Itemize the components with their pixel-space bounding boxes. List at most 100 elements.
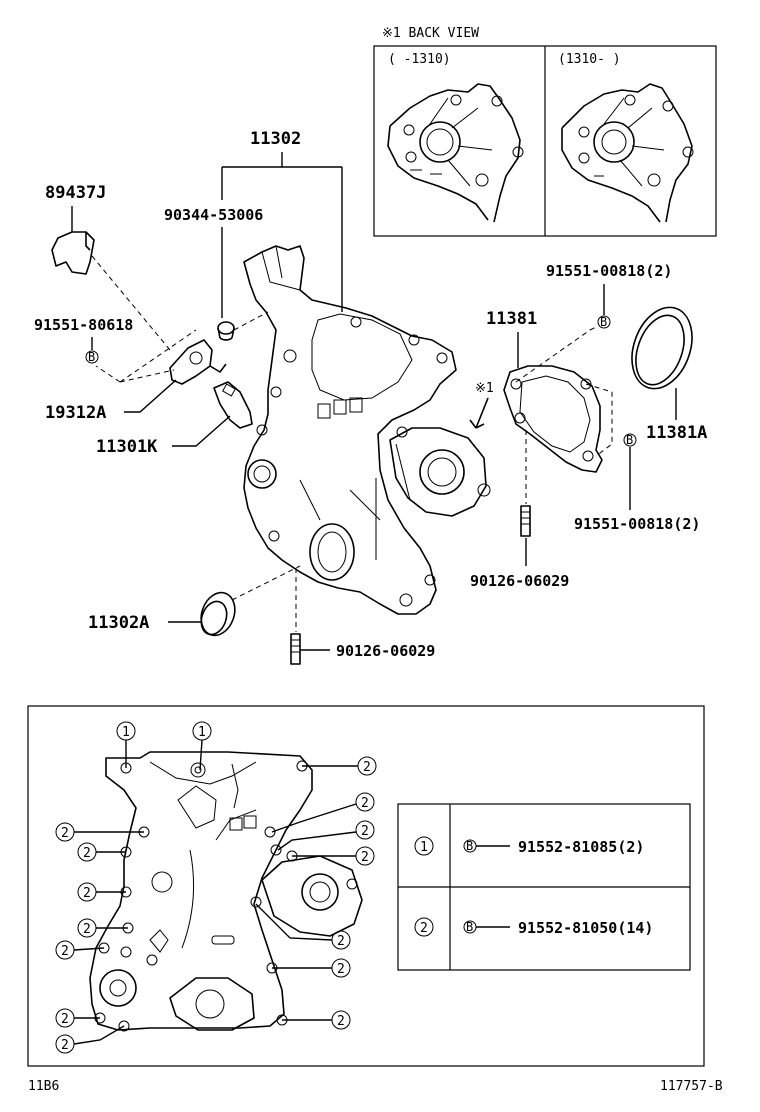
part-number-91551-00818-top: 91551-00818(2) xyxy=(546,262,672,280)
svg-text:2: 2 xyxy=(337,962,345,977)
part-number-11302: 11302 xyxy=(250,129,301,149)
svg-text:1: 1 xyxy=(198,725,206,740)
bolt-panel-cover-outline xyxy=(89,751,363,1031)
svg-text:2: 2 xyxy=(83,846,91,861)
bolt-hole xyxy=(118,1020,130,1032)
footer-right-code: 117757-B xyxy=(660,1079,723,1094)
bolt-callout-2: 2 xyxy=(357,756,377,776)
bolt-callout-2: 2 xyxy=(55,822,75,842)
back-view-reference: ※1 xyxy=(469,381,494,429)
svg-text:2: 2 xyxy=(361,850,369,865)
bolt-callout-2: 2 xyxy=(55,940,75,960)
cam-sensor-part xyxy=(213,381,253,429)
stud-bolt-right xyxy=(520,505,531,537)
svg-text:2: 2 xyxy=(61,1038,69,1053)
svg-text:2: 2 xyxy=(61,826,69,841)
bolt-marker-b-bottom-label: B xyxy=(626,433,633,447)
bolt-holes xyxy=(94,760,358,1032)
part-number-91551-80618: 91551-80618 xyxy=(34,316,133,334)
legend-row-2-num: 2 xyxy=(420,921,428,936)
footer-left-code: 11B6 xyxy=(28,1079,59,1094)
svg-text:2: 2 xyxy=(61,1012,69,1027)
part-number-91551-00818-bottom: 91551-00818(2) xyxy=(574,515,700,533)
bolt-hole xyxy=(264,826,276,838)
part-number-11381: 11381 xyxy=(486,309,537,329)
sensor-cap-part xyxy=(51,231,95,275)
bolt-callout-2: 2 xyxy=(355,792,375,812)
bolt-hole xyxy=(146,954,158,966)
legend-row-1-part: 91552-81085(2) xyxy=(518,838,644,856)
back-view-cover-early xyxy=(387,83,524,223)
bolt-callout-2: 2 xyxy=(355,820,375,840)
callout-11301K: 11301K xyxy=(96,381,253,457)
bolt-callout-2: 2 xyxy=(77,882,97,902)
bolt-callout-2: 2 xyxy=(331,1010,351,1030)
callout-90126-06029-bottom: 90126-06029 xyxy=(290,568,435,665)
svg-text:2: 2 xyxy=(361,824,369,839)
part-number-11301K: 11301K xyxy=(96,437,158,457)
callout-11302: 11302 xyxy=(221,129,343,312)
bolt-callout-2: 2 xyxy=(355,846,375,866)
bolt-marker-b-bottom xyxy=(623,433,637,447)
bolt-callout-2: 2 xyxy=(77,918,97,938)
bolt-callout-2: 2 xyxy=(77,842,97,862)
callout-91551-00818-top: 91551-00818(2) B xyxy=(546,262,672,329)
svg-text:2: 2 xyxy=(83,922,91,937)
stud-bolt-bottom xyxy=(290,633,301,665)
front-oil-seal-part xyxy=(200,591,236,637)
oil-seal-part xyxy=(631,306,693,390)
legend-row-2-marker: B xyxy=(466,920,473,934)
bolt-callout-1: 1 xyxy=(116,721,136,741)
timing-cover-part xyxy=(243,245,491,615)
part-number-19312A: 19312A xyxy=(45,403,106,423)
part-number-90344-53006: 90344-53006 xyxy=(164,206,263,224)
back-view-ref-mark: ※1 xyxy=(475,381,494,396)
bolt-legend-table: 1 B 91552-81085(2) 2 B 91552-81050(14) xyxy=(397,803,691,971)
bolt-panel-frame xyxy=(27,705,705,1067)
bolt-hole xyxy=(270,844,282,856)
part-number-11381A: 11381A xyxy=(646,423,707,443)
bolt-marker-b-left xyxy=(85,350,99,364)
bolt-location-panel: 1 1 2 2 2 2 2 2 2 2 2 2 2 2 2 2 1 xyxy=(27,705,705,1067)
bolt-callout-1: 1 xyxy=(192,721,212,741)
bolt-marker-b-top xyxy=(597,315,611,329)
bolt-callout-2: 2 xyxy=(331,958,351,978)
legend-row-2-part: 91552-81050(14) xyxy=(518,919,653,937)
svg-text:1: 1 xyxy=(122,725,130,740)
part-number-90126-06029-right: 90126-06029 xyxy=(470,572,569,590)
callout-11302A: 11302A xyxy=(88,565,301,637)
callout-90126-06029-right: 90126-06029 xyxy=(470,430,569,590)
bolt-callouts: 1 1 2 2 2 2 2 2 2 2 2 2 2 2 2 2 xyxy=(55,721,377,1054)
bolt-callout-2: 2 xyxy=(331,930,351,950)
svg-text:2: 2 xyxy=(361,796,369,811)
callout-91551-00818-bottom: B 91551-00818(2) xyxy=(574,433,700,533)
oil-seal-retainer-part xyxy=(503,365,603,473)
callout-11381A: 11381A xyxy=(631,306,707,443)
bolt-hole xyxy=(120,946,132,958)
svg-text:2: 2 xyxy=(337,1014,345,1029)
bolt-callout-2: 2 xyxy=(55,1008,75,1028)
callout-19312A: 19312A xyxy=(45,339,227,423)
bolt-marker-b-left-label: B xyxy=(88,350,95,364)
range-right-label: (1310- ) xyxy=(558,52,621,67)
plug-part xyxy=(217,321,235,341)
bolt-hole xyxy=(250,896,262,908)
svg-text:2: 2 xyxy=(61,944,69,959)
callout-90344-53006: 90344-53006 xyxy=(164,206,269,341)
legend-row-2: 2 B 91552-81050(14) xyxy=(414,917,653,937)
callout-89437J: 89437J xyxy=(45,183,171,351)
bolt-leaders xyxy=(73,739,358,1045)
legend-row-1-num: 1 xyxy=(420,840,428,855)
range-left-label: ( -1310) xyxy=(388,52,451,67)
back-view-label: ※1 BACK VIEW xyxy=(382,26,479,41)
part-number-89437J: 89437J xyxy=(45,183,106,203)
svg-text:2: 2 xyxy=(83,886,91,901)
back-view-cover-late xyxy=(561,83,694,223)
svg-text:2: 2 xyxy=(337,934,345,949)
bolt-callout-2: 2 xyxy=(55,1034,75,1054)
bolt-hole xyxy=(194,766,202,774)
callout-91551-80618: 91551-80618 B xyxy=(34,316,197,383)
callout-11381: 11381 xyxy=(486,309,613,473)
back-view-inset: ※1 BACK VIEW ( -1310) (1310- ) xyxy=(373,26,717,237)
